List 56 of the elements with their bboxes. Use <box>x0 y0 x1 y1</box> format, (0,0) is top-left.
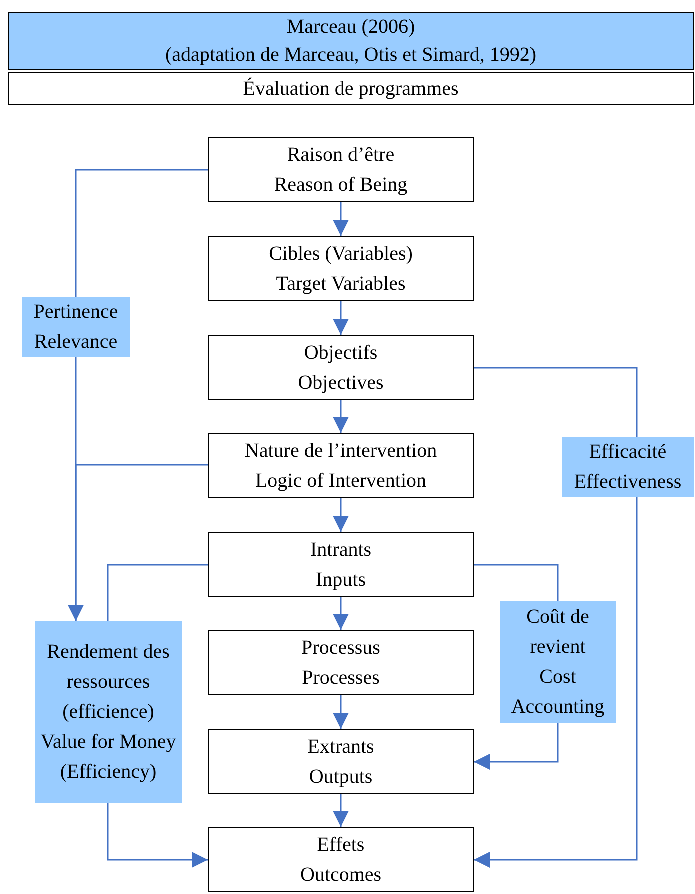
process-box <box>208 335 474 400</box>
arrow <box>333 794 349 827</box>
node-label: Objectifs <box>304 340 378 366</box>
node-label: Target Variables <box>276 272 406 296</box>
process-box <box>208 433 474 498</box>
node-label: Pertinence <box>34 300 118 325</box>
node-label: Processes <box>302 666 380 690</box>
subtitle-box <box>8 72 694 105</box>
arrow <box>333 301 349 335</box>
node-label: Extrants <box>308 734 374 760</box>
node-label: Cost Accounting <box>510 665 606 720</box>
connector-line <box>474 367 638 437</box>
process-box <box>208 729 474 794</box>
node-label: Outcomes <box>300 862 382 888</box>
node-label: Value for Money (Efficiency) <box>40 730 178 785</box>
node-label: Outputs <box>309 764 373 790</box>
node-label: Logic of Intervention <box>255 468 427 494</box>
node-label: Reason of Being <box>274 172 408 198</box>
node-label: Raison d’être <box>287 142 395 168</box>
node-label: Effets <box>317 832 365 858</box>
node-label: Coût de revient <box>526 605 590 660</box>
node-label: Relevance <box>34 330 118 355</box>
node-label: Cibles (Variables) <box>269 242 413 266</box>
process-box <box>208 532 474 597</box>
criterion-box <box>562 437 694 497</box>
node-label: Efficacité <box>589 440 667 465</box>
arrow <box>474 723 559 770</box>
arrow <box>333 695 349 729</box>
header-band <box>8 12 694 70</box>
node-label: Inputs <box>316 568 366 592</box>
connector-line <box>107 564 208 621</box>
node-label: Rendement des ressources (efficience) <box>46 640 171 725</box>
connector-line <box>474 564 559 601</box>
criterion-box <box>500 601 616 723</box>
node-label: Évaluation de programmes <box>243 76 459 102</box>
process-box <box>208 630 474 695</box>
node-label: Intrants <box>310 538 372 562</box>
node-label: (adaptation de Marceau, Otis et Simard, 1992) <box>166 43 536 68</box>
arrow <box>333 498 349 532</box>
process-box <box>208 827 474 892</box>
arrow <box>107 803 208 868</box>
criterion-box <box>22 297 130 357</box>
connector-line <box>75 169 208 297</box>
criterion-box <box>35 621 182 803</box>
arrow <box>333 597 349 630</box>
process-box <box>208 236 474 301</box>
node-label: Processus <box>302 636 380 660</box>
node-label: Objectives <box>298 370 384 396</box>
arrow <box>474 497 638 868</box>
arrow <box>333 400 349 433</box>
arrow <box>68 464 208 621</box>
node-label: Effectiveness <box>574 470 682 495</box>
process-box <box>208 137 474 202</box>
node-label: Marceau (2006) <box>286 15 416 40</box>
node-label: Nature de l’intervention <box>244 438 438 464</box>
arrow <box>333 202 349 236</box>
